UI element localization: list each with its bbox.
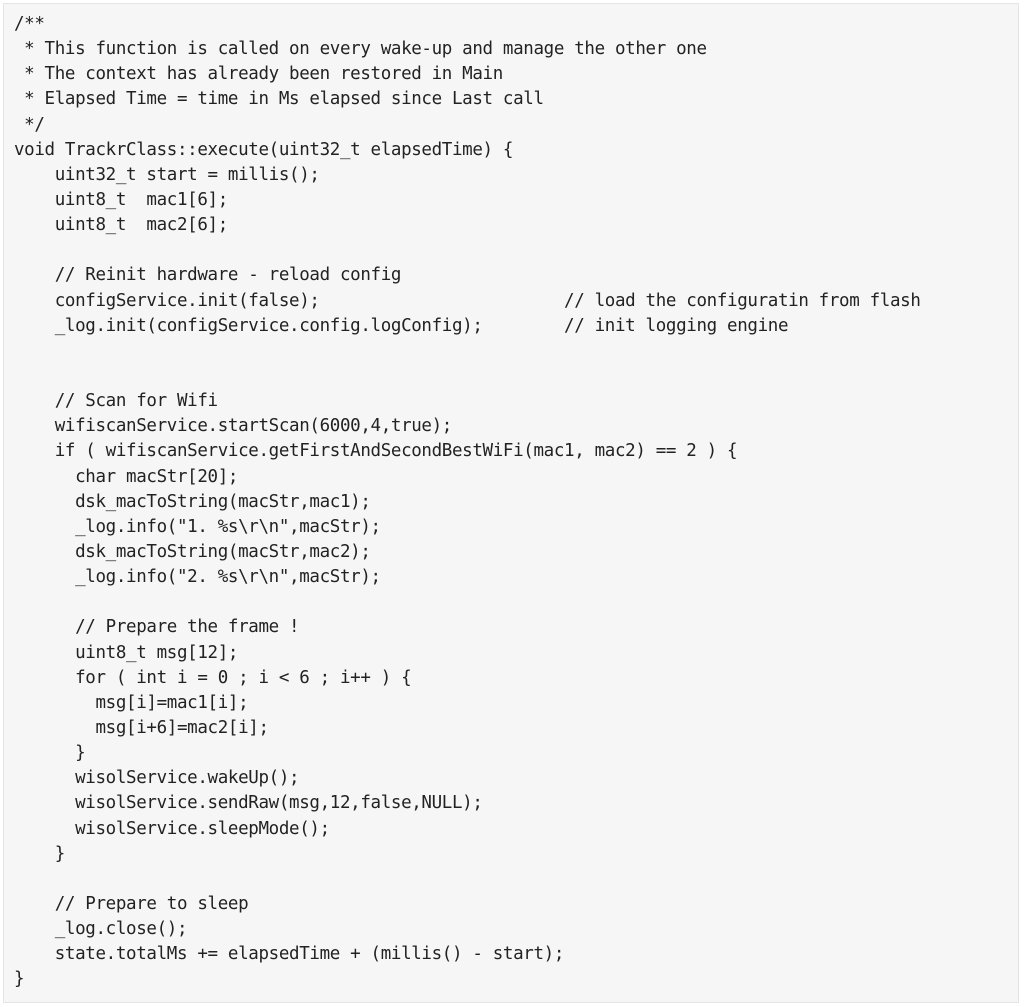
code-line: // Prepare the frame !	[14, 617, 300, 638]
code-line: _log.info("2. %s\r\n",macStr);	[14, 567, 381, 588]
code-line: wifiscanService.startScan(6000,4,true);	[14, 416, 453, 437]
code-line: dsk_macToString(macStr,mac1);	[14, 491, 371, 512]
code-line: if ( wifiscanService.getFirstAndSecondBe…	[14, 441, 738, 462]
code-line: */	[14, 114, 45, 135]
code-line: char macStr[20];	[14, 466, 239, 487]
code-line: _log.close();	[14, 919, 188, 940]
code-line	[14, 339, 1018, 364]
code-line: _log.init(configService.config.logConfig…	[14, 315, 789, 336]
code-line: configService.init(false); // load the c…	[14, 290, 921, 311]
code-line: * This function is called on every wake-…	[14, 39, 707, 60]
code-line: wisolService.sleepMode();	[14, 818, 330, 839]
code-line: uint8_t mac2[6];	[14, 215, 229, 236]
code-line: _log.info("1. %s\r\n",macStr);	[14, 516, 381, 537]
code-line: for ( int i = 0 ; i < 6 ; i++ ) {	[14, 667, 412, 688]
code-line	[14, 238, 1018, 263]
code-block: /** * This function is called on every w…	[3, 3, 1019, 1003]
code-line: uint8_t msg[12];	[14, 642, 239, 663]
code-line: * The context has already been restored …	[14, 64, 503, 85]
code-line: uint8_t mac1[6];	[14, 189, 229, 210]
code-line: state.totalMs += elapsedTime + (millis()…	[14, 944, 565, 965]
code-line: msg[i]=mac1[i];	[14, 692, 249, 713]
code-line: wisolService.sendRaw(msg,12,false,NULL);	[14, 793, 483, 814]
code-line: }	[14, 743, 86, 764]
code-line: wisolService.wakeUp();	[14, 768, 300, 789]
code-line: // Reinit hardware - reload config	[14, 265, 402, 286]
code-line: // Scan for Wifi	[14, 391, 218, 412]
code-line: /**	[14, 14, 45, 34]
code-line: * Elapsed Time = time in Ms elapsed sinc…	[14, 89, 544, 110]
code-line: void TrackrClass::execute(uint32_t elaps…	[14, 139, 514, 160]
code-line	[14, 364, 1018, 389]
code-line: dsk_macToString(macStr,mac2);	[14, 541, 371, 562]
code-line: uint32_t start = millis();	[14, 164, 320, 185]
code-line: // Prepare to sleep	[14, 893, 249, 914]
code-line	[14, 867, 1018, 892]
code-line: msg[i+6]=mac2[i];	[14, 717, 269, 738]
code-line	[14, 590, 1018, 615]
code-line: }	[14, 843, 66, 864]
code-line: }	[14, 969, 25, 990]
